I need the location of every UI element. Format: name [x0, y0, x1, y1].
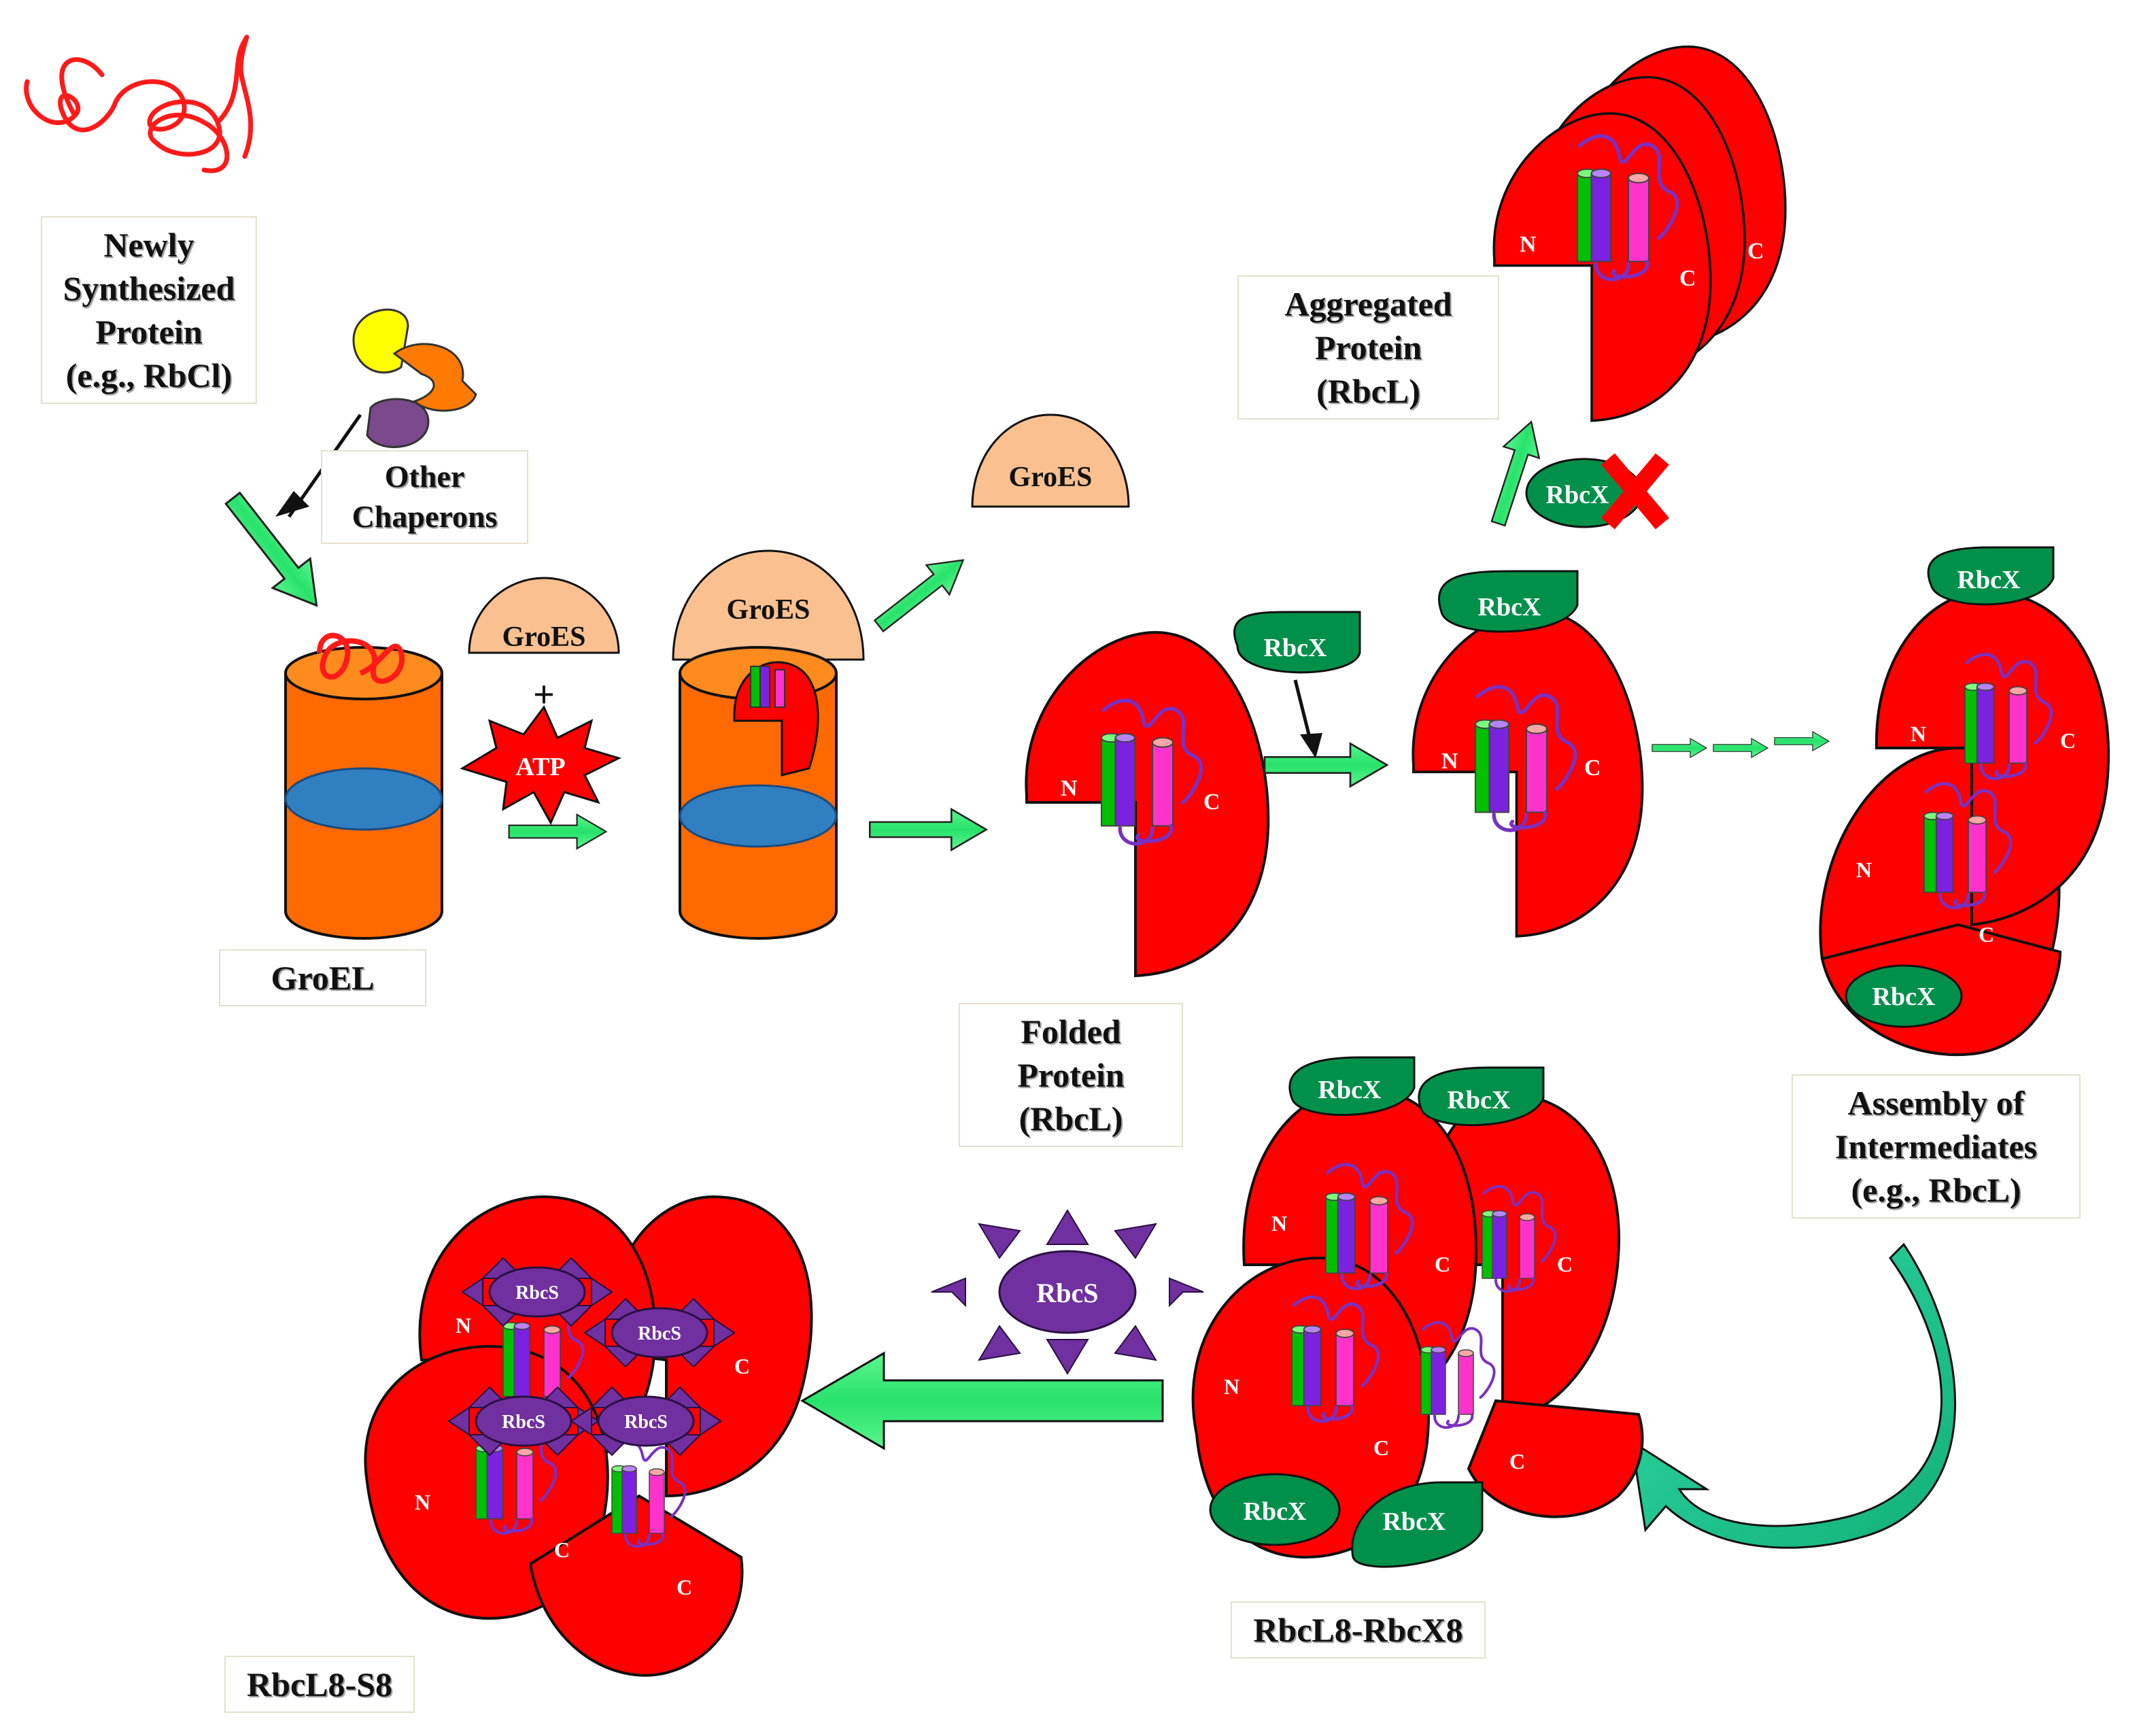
rbcx-label-l8-3: RbcX	[1383, 1508, 1446, 1536]
c-terminus: C	[1373, 1435, 1389, 1460]
label-rbcl8-s8: RbcL8-S8	[224, 1656, 415, 1713]
rbcl8-rbcx8-complex: N C C N C C RbcX RbcX RbcX RbcX	[1191, 1056, 1644, 1568]
n-terminus: N	[456, 1313, 471, 1338]
rbcs-bound-4: RbcS	[570, 1386, 722, 1457]
folded-rbcl: N C	[1025, 631, 1270, 977]
groel-barrel	[284, 632, 443, 940]
c-terminus: C	[1435, 1252, 1450, 1276]
n-terminus: N	[1441, 749, 1458, 774]
rbcx-label-bound: RbcX	[1478, 593, 1541, 622]
rbcs-label-bound-2: RbcS	[638, 1323, 681, 1344]
rbcs-label-bound-4: RbcS	[624, 1412, 668, 1433]
other-chaperons-icon	[352, 308, 477, 448]
atp-burst: ATP	[460, 705, 622, 826]
rbcs-label-bound-3: RbcS	[502, 1412, 545, 1433]
rbcx-label-assembly-top: RbcX	[1957, 566, 2021, 594]
rbcl-rbcx-complex: N C	[1411, 609, 1644, 938]
n-terminus: N	[415, 1490, 430, 1514]
rbcl8-s8-complex: N C N C C RbcS RbcS RbcS RbcS	[364, 1195, 813, 1677]
c-terminus: C	[1679, 266, 1696, 291]
groes-label-3: GroES	[1009, 462, 1093, 493]
blocked-x-icon	[1601, 453, 1669, 530]
arrow-to-rbcx-complex	[1263, 743, 1388, 787]
c-terminus: C	[2060, 728, 2076, 753]
rbcs-bound-1: RbcS	[461, 1257, 613, 1327]
rbcx-free: RbcX	[1233, 611, 1361, 674]
rbcx-label-l8-4: RbcX	[1244, 1497, 1307, 1526]
n-terminus: N	[1224, 1374, 1239, 1399]
rbcx-label-free: RbcX	[1264, 634, 1327, 662]
rbcx-label-l8-2: RbcX	[1448, 1086, 1511, 1114]
n-terminus: N	[1856, 857, 1872, 882]
label-rbcl8-rbcx8: RbcL8-RbcX8	[1231, 1601, 1486, 1658]
rbcx-label-blocked: RbcX	[1546, 481, 1609, 509]
label-groel: GroEL	[219, 949, 426, 1006]
n-terminus: N	[1271, 1211, 1287, 1236]
arrow-groel-to-complex	[509, 815, 606, 849]
arrow-step-2	[1712, 737, 1769, 759]
rbcs-bound-2: RbcS	[583, 1297, 736, 1368]
atp-label: ATP	[515, 753, 565, 781]
arrow-to-groel	[214, 483, 335, 620]
rbcx-bound-1: RbcX	[1438, 570, 1579, 633]
c-terminus: C	[734, 1354, 750, 1378]
unfolded-protein-squiggle	[24, 35, 254, 173]
arrow-to-folded	[868, 808, 988, 851]
rbcs-free: RbcS	[931, 1209, 1204, 1375]
groes-label-2: GroES	[727, 594, 810, 626]
arrow-to-rbcl8-s8	[800, 1351, 1164, 1450]
groel-groes-complex: GroES	[672, 549, 865, 940]
aggregated-rbcl: N C C	[1492, 45, 1787, 422]
c-terminus: C	[1584, 755, 1601, 781]
rbcx-bind-arrowhead	[1300, 733, 1322, 758]
label-folded-protein: Folded Protein(RbcL)	[959, 1003, 1183, 1147]
n-terminus: N	[1911, 721, 1926, 746]
rbcs-label-bound-1: RbcS	[515, 1282, 559, 1304]
curved-return-arrow	[1630, 1242, 1956, 1549]
rbcx-label-assembly-bottom: RbcX	[1872, 983, 1936, 1011]
rbcs-label-free: RbcS	[1036, 1278, 1098, 1308]
groes-cap-free: GroES	[468, 577, 620, 654]
rbcx-label-l8-1: RbcX	[1318, 1076, 1382, 1104]
groes-label-1: GroES	[502, 622, 586, 653]
c-terminus: C	[1203, 789, 1220, 815]
rbcx-blocked: RbcX	[1525, 453, 1669, 530]
n-terminus: N	[1061, 776, 1078, 801]
c-terminus: C	[1557, 1252, 1573, 1276]
rbcs-bound-3: RbcS	[447, 1386, 600, 1457]
arrow-step-1	[1651, 737, 1708, 759]
c-terminus: C	[1979, 922, 1994, 947]
c-terminus: C	[554, 1537, 570, 1562]
assembly-intermediate: N C N C RbcX RbcX	[1819, 546, 2110, 1057]
arrow-groes-release	[866, 544, 976, 642]
c-terminus: C	[677, 1575, 692, 1599]
arrow-step-3	[1773, 730, 1830, 752]
groes-released: GroES	[971, 413, 1130, 508]
n-terminus: N	[1520, 232, 1537, 257]
chaperon-arrowhead	[275, 491, 309, 517]
c-terminus: C	[1747, 239, 1764, 264]
c-terminus: C	[1509, 1449, 1525, 1474]
